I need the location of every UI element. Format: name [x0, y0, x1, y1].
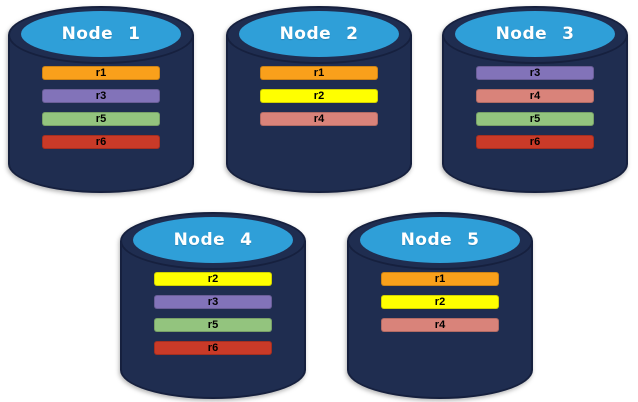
replica-bar: r5 [154, 318, 272, 332]
replica-bar: r3 [154, 295, 272, 309]
replica-bar: r6 [154, 341, 272, 355]
node-5-cap: Node 5 [360, 217, 520, 263]
node-4-cylinder: Node 4 r2 r3 r5 r6 [120, 212, 306, 399]
node-5-cylinder: Node 5 r1 r2 r4 [347, 212, 533, 399]
node-3-replica-list: r3 r4 r5 r6 [476, 66, 594, 149]
node-2-cap: Node 2 [239, 11, 399, 57]
replica-bar: r1 [42, 66, 160, 80]
node-4-replica-list: r2 r3 r5 r6 [154, 272, 272, 355]
node-3-title: Node 3 [495, 24, 575, 44]
node-5-title: Node 5 [400, 230, 480, 250]
replica-bar: r3 [476, 66, 594, 80]
replica-bar: r1 [381, 272, 499, 286]
replica-bar: r4 [260, 112, 378, 126]
replica-bar: r2 [381, 295, 499, 309]
node-4-title: Node 4 [173, 230, 253, 250]
node-3-cap: Node 3 [455, 11, 615, 57]
node-1-cylinder: Node 1 r1 r3 r5 r6 [8, 6, 194, 193]
replica-bar: r4 [381, 318, 499, 332]
node-1-replica-list: r1 r3 r5 r6 [42, 66, 160, 149]
node-2-cylinder: Node 2 r1 r2 r4 [226, 6, 412, 193]
replica-bar: r3 [42, 89, 160, 103]
replica-bar: r1 [260, 66, 378, 80]
node-4-cap: Node 4 [133, 217, 293, 263]
replica-bar: r5 [476, 112, 594, 126]
node-1-cap: Node 1 [21, 11, 181, 57]
replica-bar: r5 [42, 112, 160, 126]
replica-bar: r2 [154, 272, 272, 286]
node-2-replica-list: r1 r2 r4 [260, 66, 378, 126]
replica-bar: r2 [260, 89, 378, 103]
replica-bar: r6 [476, 135, 594, 149]
node-5-replica-list: r1 r2 r4 [381, 272, 499, 332]
replica-bar: r6 [42, 135, 160, 149]
replica-bar: r4 [476, 89, 594, 103]
node-3-cylinder: Node 3 r3 r4 r5 r6 [442, 6, 628, 193]
node-2-title: Node 2 [279, 24, 359, 44]
node-1-title: Node 1 [61, 24, 141, 44]
